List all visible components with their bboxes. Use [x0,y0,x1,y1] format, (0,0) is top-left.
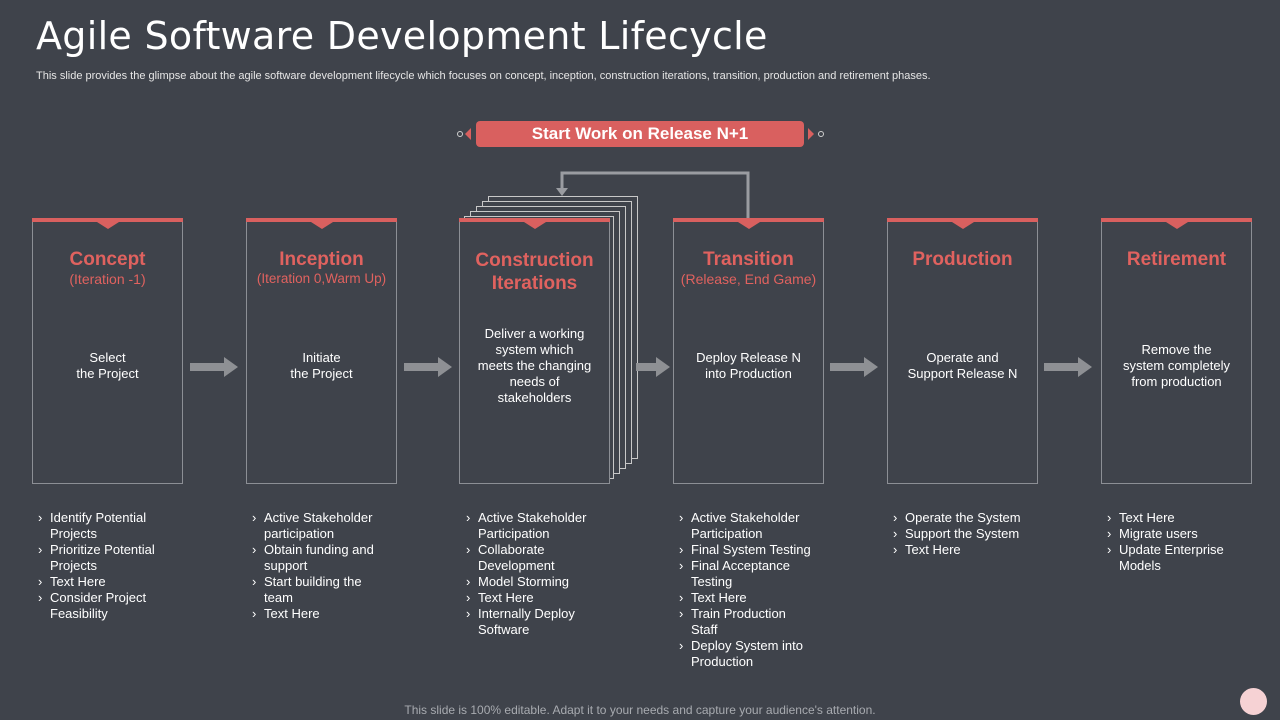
phase-subtitle: (Iteration 0,Warm Up) [256,271,387,286]
phase-accent-bar [673,218,824,222]
phase-description: Select the Project [76,350,139,381]
activity-item: Identify Potential Projects [38,510,155,542]
phase-description: Initiate the Project [290,350,353,381]
phase-description: Remove the system completely from produc… [1123,342,1230,389]
phase-notch-icon [951,222,974,229]
activity-item: Text Here [1107,510,1224,526]
flow-arrow-icon [404,357,452,377]
transition-activities: Active Stakeholder ParticipationFinal Sy… [679,510,811,670]
activity-item: Start building the team [252,574,374,606]
phase-description: Deploy Release N into Production [696,350,801,381]
phase-name: Transition [703,249,794,270]
activity-item: Active Stakeholder participation [252,510,374,542]
activity-item: Operate the System [893,510,1021,526]
phase-accent-bar [1101,218,1252,222]
footer-note: This slide is 100% editable. Adapt it to… [404,703,876,717]
phase-concept: Concept (Iteration -1) Select the Projec… [32,218,183,484]
banner-right-dot [818,131,824,137]
banner-left-triangle-icon [465,128,471,140]
flow-arrow-icon [1044,357,1092,377]
phase-notch-icon [523,222,546,229]
phase-accent-bar [887,218,1038,222]
activity-item: Text Here [38,574,155,590]
activity-item: Update Enterprise Models [1107,542,1224,574]
phase-accent-bar [246,218,397,222]
activity-item: Text Here [893,542,1021,558]
activity-item: Support the System [893,526,1021,542]
phase-production: Production Operate and Support Release N [887,218,1038,484]
activity-item: Internally Deploy Software [466,606,586,638]
activity-item: Active Stakeholder Participation [466,510,586,542]
phase-name: Retirement [1126,249,1227,270]
activity-item: Text Here [252,606,374,622]
phase-inception: Inception (Iteration 0,Warm Up) Initiate… [246,218,397,484]
phase-notch-icon [310,222,333,229]
phase-retirement: Retirement Remove the system completely … [1101,218,1252,484]
phase-subtitle: (Iteration -1) [69,271,146,287]
phase-name: Inception [279,249,364,270]
phase-notch-icon [1165,222,1188,229]
phase-transition: Transition (Release, End Game) Deploy Re… [673,218,824,484]
phase-name: Production [912,249,1013,270]
flow-arrow-icon [190,357,238,377]
phase-notch-icon [96,222,119,229]
activity-item: Obtain funding and support [252,542,374,574]
phase-description: Deliver a working system which meets the… [477,326,592,405]
loop-arrowhead-icon [556,188,568,196]
activity-item: Collaborate Development [466,542,586,574]
phase-notch-icon [737,222,760,229]
page-subtitle: This slide provides the glimpse about th… [36,70,931,82]
construction-activities: Active Stakeholder ParticipationCollabor… [466,510,586,638]
retirement-activities: Text HereMigrate usersUpdate Enterprise … [1107,510,1224,574]
phase-name: Concept [69,249,146,270]
phase-name: Construction Iterations [475,250,594,294]
activity-item: Consider Project Feasibility [38,590,155,622]
corner-circle-icon [1240,688,1267,715]
release-banner: Start Work on Release N+1 [476,121,804,147]
activity-item: Prioritize Potential Projects [38,542,155,574]
phase-description: Operate and Support Release N [907,350,1018,381]
activity-item: Text Here [679,590,811,606]
banner-left-dot [457,131,463,137]
activity-item: Deploy System into Production [679,638,811,670]
activity-item: Model Storming [466,574,586,590]
banner-right-triangle-icon [808,128,814,140]
activity-item: Final System Testing [679,542,811,558]
activity-item: Migrate users [1107,526,1224,542]
phase-subtitle: (Release, End Game) [680,271,817,287]
production-activities: Operate the SystemSupport the SystemText… [893,510,1021,558]
phase-accent-bar [32,218,183,222]
phase-construction-iterations: Construction Iterations Deliver a workin… [459,218,610,484]
activity-item: Text Here [466,590,586,606]
activity-item: Active Stakeholder Participation [679,510,811,542]
activity-item: Final Acceptance Testing [679,558,811,590]
activity-item: Train Production Staff [679,606,811,638]
flow-arrow-icon [636,357,670,377]
inception-activities: Active Stakeholder participationObtain f… [252,510,374,622]
page-title: Agile Software Development Lifecycle [36,14,768,58]
flow-arrow-icon [830,357,878,377]
concept-activities: Identify Potential ProjectsPrioritize Po… [38,510,155,622]
phase-accent-bar [459,218,610,222]
